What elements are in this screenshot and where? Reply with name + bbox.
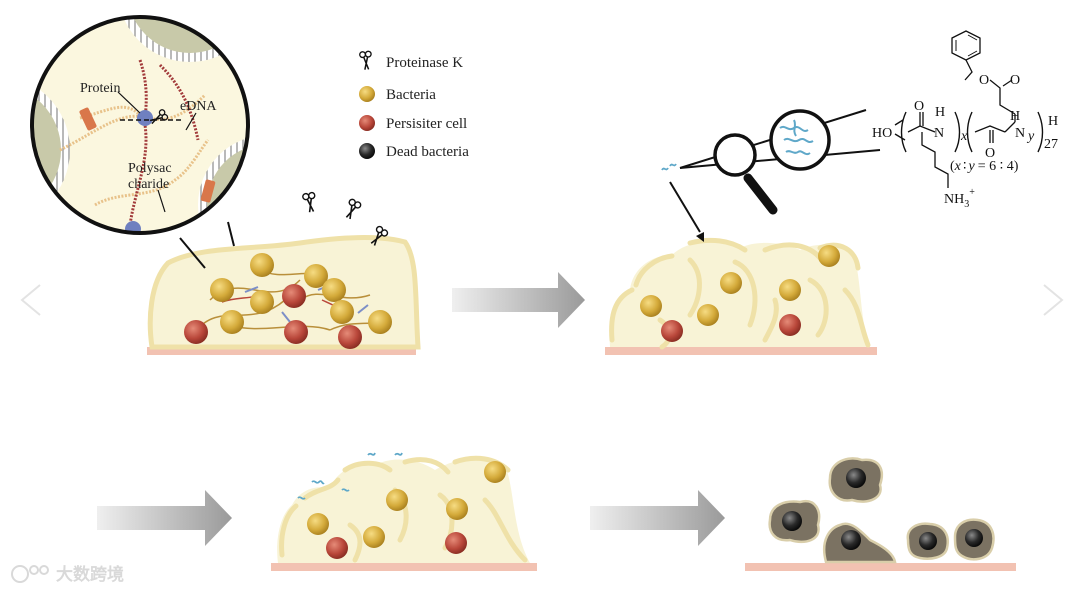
formula-o-bottom: O — [985, 146, 995, 161]
arrowhead-icon — [696, 232, 704, 242]
watermark-logo-icon — [11, 565, 29, 583]
arrow-right-icon — [97, 490, 232, 546]
dead-bacterium — [841, 530, 861, 550]
formula-o-mid: O — [1010, 73, 1020, 88]
formula-n-left: N — [934, 126, 944, 141]
bacterium — [720, 272, 742, 294]
formula-y: y — [1026, 129, 1035, 144]
arrow-right-icon — [590, 490, 725, 546]
polymer-strands — [661, 163, 677, 171]
zoom-connector — [227, 221, 235, 247]
formula-ratio: (x∶y= 6 ∶ 4) — [950, 159, 1019, 174]
persister-cell — [661, 320, 683, 342]
dead-bacteria-icon — [359, 143, 375, 159]
persister-cell — [284, 320, 308, 344]
bacterium — [818, 245, 840, 267]
persister-cell-icon — [359, 115, 375, 131]
formula-x: x — [960, 129, 968, 144]
bacterium — [368, 310, 392, 334]
legend-persister-cell: Persisiter cell — [386, 116, 467, 132]
formula-n-right: N — [1015, 126, 1025, 141]
panel-native-biofilm: Protein eDNA Polysac charide — [30, 15, 421, 355]
polysaccharide-label-2: charide — [128, 177, 169, 192]
panel-dead-bacteria — [745, 457, 1016, 571]
formula-o-top: O — [979, 73, 989, 88]
persister-cell — [338, 325, 362, 349]
dead-bacterium — [919, 532, 937, 550]
bacterium — [307, 513, 329, 535]
bacterium — [640, 295, 662, 317]
legend-proteinase-k: Proteinase K — [386, 55, 463, 71]
substrate-2 — [605, 347, 877, 355]
polysaccharide-label-1: Polysac — [128, 161, 172, 176]
scissors-icon — [301, 191, 319, 214]
legend-dead-bacteria: Dead bacteria — [386, 144, 469, 160]
persister-cell — [445, 532, 467, 554]
formula-nh3: NH3+ — [944, 187, 975, 210]
chevron-left-icon[interactable] — [20, 284, 41, 316]
bacterium — [330, 300, 354, 324]
formula-subscript-27: 27 — [1044, 137, 1058, 152]
bacterium — [446, 498, 468, 520]
persister-cell — [282, 284, 306, 308]
legend: Proteinase K Bacteria Persisiter cell De… — [358, 50, 469, 160]
persister-cell — [779, 314, 801, 336]
watermark: 大数跨境 — [11, 564, 124, 585]
arrow-right-icon — [452, 272, 585, 328]
protein-label: Protein — [80, 81, 120, 96]
panel-polymer-penetration — [271, 452, 537, 571]
persister-cell — [326, 537, 348, 559]
zoom-circle: Protein eDNA Polysac charide — [30, 15, 250, 235]
bacterium — [697, 304, 719, 326]
substrate-1 — [147, 347, 416, 355]
formula-h-end: H — [1048, 114, 1058, 129]
zoom-connector — [179, 237, 206, 269]
bacterium — [220, 310, 244, 334]
polymer-strands — [297, 452, 403, 500]
legend-bacteria: Bacteria — [386, 87, 436, 103]
formula-h-right: H — [1010, 109, 1020, 124]
bacterium — [386, 489, 408, 511]
formula-h-left: H — [935, 105, 945, 120]
dead-bacterium — [965, 529, 983, 547]
bacterium — [250, 253, 274, 277]
pointer-line — [669, 181, 701, 233]
substrate-4 — [745, 563, 1016, 571]
polymer-structure: O O HO O H N x NH3+ O — [872, 30, 1058, 210]
bacteria-icon — [359, 86, 375, 102]
magnifier-icon — [713, 133, 778, 215]
process-arrows — [97, 272, 725, 546]
dead-bacterium — [782, 511, 802, 531]
chevron-right-icon[interactable] — [1043, 284, 1064, 316]
bacterium — [779, 279, 801, 301]
bacterium — [363, 526, 385, 548]
scissors-icon — [358, 50, 374, 71]
bacterium — [484, 461, 506, 483]
bacterium — [250, 290, 274, 314]
dead-bacterium — [846, 468, 866, 488]
panel-disrupted-biofilm: O O HO O H N x NH3+ O — [605, 30, 1058, 355]
substrate-3 — [271, 563, 537, 571]
bacterium — [322, 278, 346, 302]
formula-o-left: O — [914, 99, 924, 114]
watermark-text: 大数跨境 — [56, 564, 124, 585]
bacterium — [304, 264, 328, 288]
polymer-zoom-circle — [769, 109, 831, 171]
edna-label: eDNA — [180, 99, 217, 114]
persister-cell — [184, 320, 208, 344]
bacterium — [210, 278, 234, 302]
scissors-icon — [341, 197, 363, 222]
formula-ho: HO — [872, 126, 892, 141]
